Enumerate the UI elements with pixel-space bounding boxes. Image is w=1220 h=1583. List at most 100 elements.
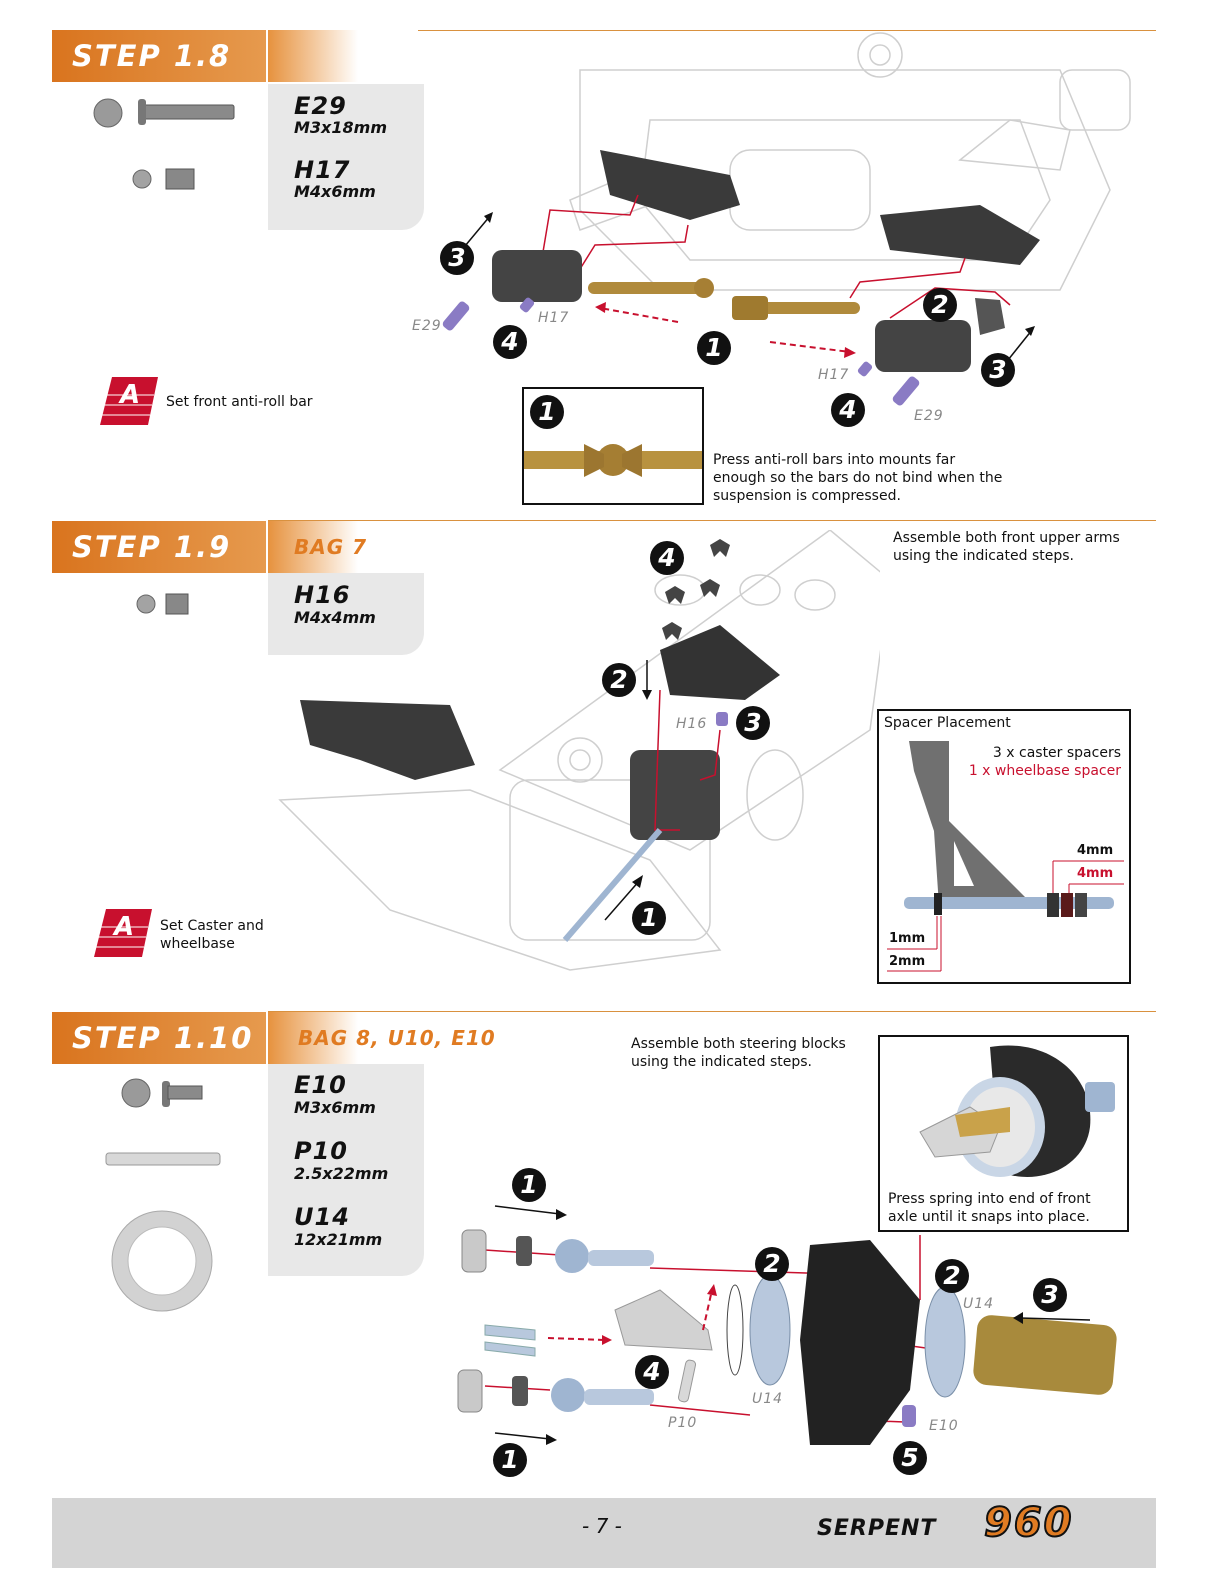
step-marker-2: 2: [602, 663, 636, 697]
step-marker-4a: 4: [493, 325, 527, 359]
step-1-8-header-bar: [268, 30, 418, 82]
screw-h17-right: [857, 361, 873, 377]
ball-stud-top: [555, 1239, 589, 1273]
step-1-9-title: STEP 1.9: [52, 521, 266, 573]
step-marker-3a: 3: [440, 241, 474, 275]
screw-head-icon: [121, 1078, 151, 1108]
part-code-h16: H16: [294, 581, 351, 609]
model-logo: 960: [983, 1499, 1074, 1547]
mount-shape-1-9: [630, 750, 720, 840]
setscrew-head-icon: [132, 169, 152, 189]
label-p10: P10: [668, 1415, 698, 1431]
part-size-e29: M3x18mm: [294, 118, 387, 137]
callout-text-1-8: Set front anti-roll bar: [166, 394, 313, 410]
page-footer: - 7 - SERPENT 960: [52, 1498, 1156, 1568]
upper-arm-diagram: [278, 530, 880, 971]
spacer-caster-line: 3 x caster spacers: [992, 745, 1121, 761]
adjust-a-letter: A: [113, 912, 135, 942]
step-marker-1b: 1: [493, 1443, 527, 1477]
step-marker-3: 3: [1033, 1278, 1067, 1312]
setscrew-h16: [716, 712, 728, 726]
parts-panel-1-8: E29 M3x18mm H17 M4x6mm: [268, 84, 424, 230]
hinge-pin: [562, 828, 663, 942]
bearing-top: [461, 1229, 487, 1273]
right-cap-shape: [975, 298, 1005, 335]
parts-icons-1-8: [93, 98, 235, 190]
step-1-9-header-bar: [268, 521, 418, 573]
label-h17-right: H17: [818, 367, 850, 383]
step-marker-1: 1: [697, 331, 731, 365]
inset-text-1-8: Press anti-roll bars into mounts far eno…: [713, 452, 1003, 504]
step-marker-3b: 3: [981, 353, 1015, 387]
screw-e29-right: [892, 376, 920, 406]
top-note-1-10: Assemble both steering blocks using the …: [631, 1036, 846, 1070]
pin-p10: [677, 1359, 697, 1403]
label-e29-left: E29: [412, 318, 442, 334]
label-h17-left: H17: [538, 310, 570, 326]
spring-inset-box: Press spring into end of front axle unti…: [878, 1035, 1129, 1232]
direction-arrows-1-9: [604, 660, 648, 921]
left-arm-shape: [600, 150, 740, 220]
spacer-title: Spacer Placement: [884, 715, 1011, 731]
pin-icon: [105, 1152, 221, 1166]
step-1-9-bag: BAG 7: [294, 535, 368, 559]
parts-icons-1-10: [105, 1078, 221, 1312]
screw-e10: [902, 1405, 916, 1427]
label-h16: H16: [676, 716, 708, 732]
step-marker-5: 5: [893, 1441, 927, 1475]
dashed-arrows-1-10: [547, 1289, 713, 1341]
washer-top: [516, 1236, 532, 1266]
part-size-e10: M3x6mm: [294, 1098, 376, 1117]
direction-arrows-1-10: [494, 1205, 1091, 1440]
step-marker-3: 3: [736, 706, 770, 740]
spacer-wheelbase-line: 1 x wheelbase spacer: [968, 763, 1121, 779]
left-upper-arm-shape: [300, 700, 475, 780]
spacer-clips: [662, 539, 730, 640]
label-e10: E10: [929, 1418, 959, 1434]
part-size-h16: M4x4mm: [294, 608, 376, 627]
spring-inset-text: Press spring into end of front axle unti…: [888, 1191, 1091, 1225]
step-marker-2: 2: [923, 288, 957, 322]
step-1-10-bag: BAG 8, U10, E10: [298, 1026, 496, 1050]
part-code-u14: U14: [294, 1203, 350, 1231]
spacer-right-a: 4mm: [1077, 843, 1114, 858]
step-marker-4: 4: [650, 541, 684, 575]
spacer-diagram: [887, 741, 1124, 972]
spacer-right-b: 4mm: [1077, 866, 1114, 881]
part-size-h17: M4x6mm: [294, 182, 376, 201]
guide-lines-1-9: [654, 689, 721, 831]
bearing-u14-right: [924, 1286, 966, 1398]
right-arm-shape: [880, 205, 1040, 265]
parts-panel-1-9: H16 M4x4mm: [268, 573, 424, 655]
step-marker-4b: 4: [831, 393, 865, 427]
bar-detail-image: [524, 444, 702, 477]
washer-bottom: [512, 1376, 528, 1406]
part-code-p10: P10: [294, 1137, 348, 1165]
screw-head-icon: [93, 98, 123, 128]
bearing-bottom: [457, 1369, 483, 1413]
part-size-u14: 12x21mm: [294, 1230, 383, 1249]
brand-name: SERPENT: [817, 1516, 937, 1541]
step-1-10-header-bar: [268, 1012, 418, 1064]
right-upper-arm-shape: [660, 625, 780, 700]
step-1-8-title: STEP 1.8: [52, 30, 266, 82]
spring-inset-image: [919, 1045, 1115, 1177]
steering-arm-shape: [614, 1289, 713, 1351]
part-size-p10: 2.5x22mm: [294, 1164, 389, 1183]
step-1-10-title: STEP 1.10: [52, 1012, 266, 1064]
bearing-u14-left: [749, 1274, 791, 1386]
anti-roll-bar-diagram: [442, 32, 1131, 406]
anti-roll-bar-left: [588, 282, 706, 294]
part-code-e10: E10: [294, 1071, 347, 1099]
step-marker-1: 1: [632, 901, 666, 935]
step-marker-2b: 2: [935, 1259, 969, 1293]
step-marker-1a: 1: [512, 1168, 546, 1202]
part-code-h17: H17: [294, 156, 351, 184]
callout-text-1-9: Set Caster and wheelbase: [160, 918, 264, 952]
label-u14-left: U14: [752, 1391, 784, 1407]
spacer-left-a: 1mm: [889, 931, 926, 946]
front-axle-shape: [973, 1315, 1117, 1395]
top-note-1-9: Assemble both front upper arms using the…: [893, 530, 1120, 564]
screw-e29-left: [442, 301, 470, 331]
setscrew-head-icon: [136, 594, 156, 614]
